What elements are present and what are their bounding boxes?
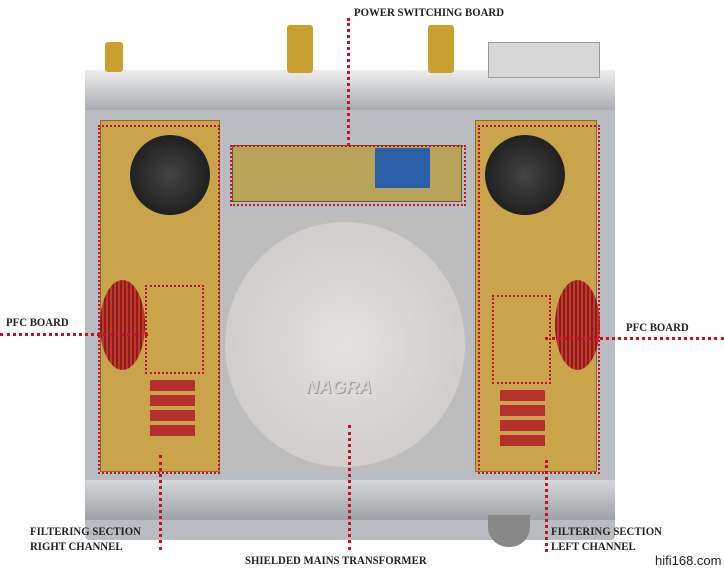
- filtering-left-label: FILTERING SECTION LEFT CHANNEL: [551, 524, 662, 554]
- right-section-outline: [478, 125, 600, 474]
- left-filter-caps: [150, 380, 195, 440]
- right-filter-caps: [500, 390, 545, 450]
- left-section-outline: [98, 125, 220, 474]
- right-capacitor: [485, 135, 565, 215]
- filtering-right-line1: FILTERING SECTION: [30, 524, 141, 538]
- filtering-right-line2: RIGHT CHANNEL: [30, 539, 123, 553]
- left-pfc-leader: [0, 333, 148, 336]
- watermark: hifi168.com: [655, 553, 722, 568]
- pfc-board-right-label: PFC BOARD: [626, 320, 689, 334]
- power-switching-board-label: POWER SWITCHING BOARD: [354, 5, 505, 19]
- iec-socket: [488, 42, 600, 78]
- left-pfc-outline: [145, 285, 204, 374]
- filtering-left-line1: FILTERING SECTION: [551, 524, 662, 538]
- power-switching-leader: [347, 18, 350, 146]
- filtering-right-leader: [159, 455, 162, 550]
- left-inductor: [100, 280, 145, 370]
- filtering-right-label: FILTERING SECTION RIGHT CHANNEL: [30, 524, 141, 554]
- left-capacitor: [130, 135, 210, 215]
- right-inductor: [555, 280, 600, 370]
- nagra-logo: NAGRA: [306, 377, 372, 397]
- pfc-board-left-label: PFC BOARD: [6, 315, 69, 329]
- connector-mid2: [428, 25, 454, 73]
- filtering-left-line2: LEFT CHANNEL: [551, 539, 636, 553]
- front-knob: [488, 515, 530, 547]
- shielded-transformer: [225, 222, 465, 467]
- transformer-label: SHIELDED MAINS TRANSFORMER: [245, 553, 427, 567]
- relay: [375, 148, 430, 188]
- filtering-left-leader: [545, 460, 548, 552]
- transformer-leader: [348, 425, 351, 550]
- right-pfc-leader: [545, 337, 724, 340]
- connector-left: [105, 42, 123, 72]
- power-switching-outline: [230, 145, 466, 206]
- connector-mid1: [287, 25, 313, 73]
